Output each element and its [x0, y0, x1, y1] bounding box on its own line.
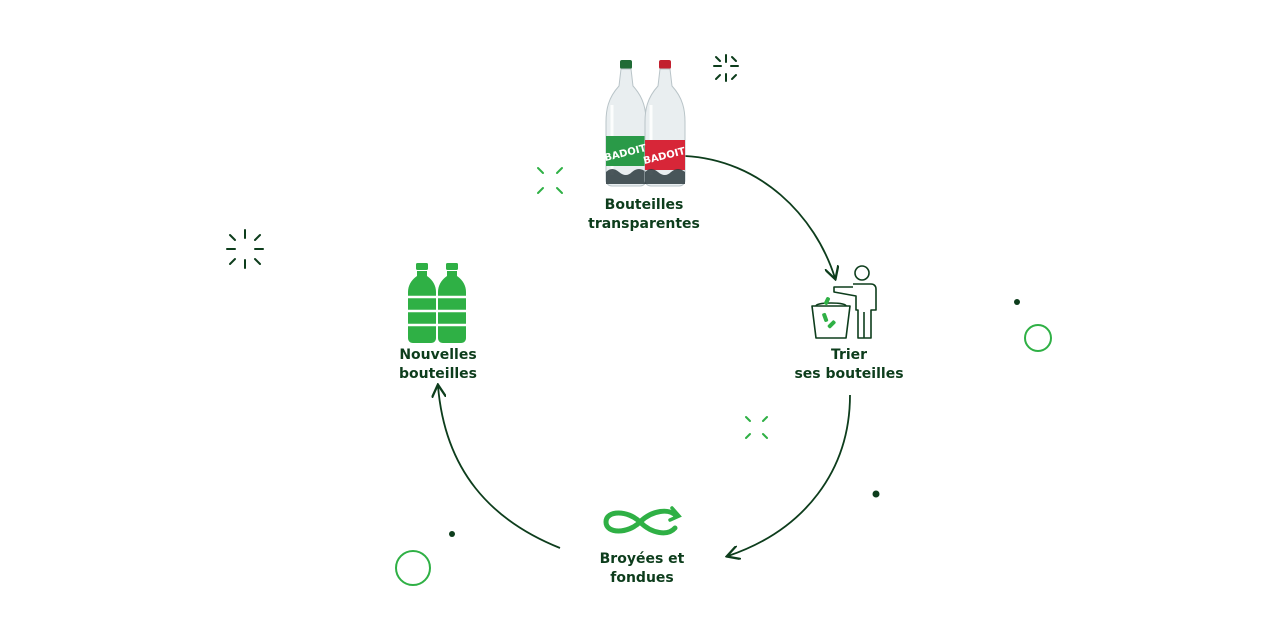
recycle-bin-person-icon: [811, 265, 877, 339]
step-label-sort: Trier ses bouteilles: [789, 346, 909, 384]
step-label-crush: Broyées et fondues: [582, 550, 702, 588]
step-label-new: Nouvelles bouteilles: [378, 346, 498, 384]
sparkle-decoration-3: [226, 229, 264, 269]
step-label-bottles-line2: transparentes: [588, 216, 700, 232]
arrow-crush-to-new: [438, 386, 561, 549]
step-label-new-line2: bouteilles: [398, 366, 478, 382]
ring-decoration-1: [1024, 324, 1052, 352]
arrow-sort-to-crush: [728, 394, 851, 556]
sparkle-decoration-1: [713, 54, 739, 82]
step-label-bottles: Bouteilles transparentes: [584, 196, 704, 234]
arrow-bottles-to-sort: [684, 155, 835, 278]
step-label-crush-line2: fondues: [610, 570, 674, 586]
step-label-bottles-line1: Bouteilles: [604, 197, 684, 213]
step-label-crush-line1: Broyées et: [599, 551, 685, 567]
dot-decoration-1: [1014, 299, 1020, 305]
ring-decoration-2: [395, 550, 431, 586]
sparkle-decoration-4: [745, 416, 768, 439]
dot-decoration-2: [872, 490, 880, 498]
infinity-loop-icon: [603, 506, 682, 536]
dot-decoration-3: [449, 531, 455, 537]
glass-bottles-icon: BADOIT BADOIT: [603, 60, 687, 187]
step-label-new-line1: Nouvelles: [399, 347, 477, 363]
sparkle-decoration-2: [537, 167, 563, 194]
step-label-sort-line1: Trier: [830, 347, 868, 363]
green-bottles-icon: [408, 263, 466, 343]
step-label-sort-line2: ses bouteilles: [794, 366, 904, 382]
